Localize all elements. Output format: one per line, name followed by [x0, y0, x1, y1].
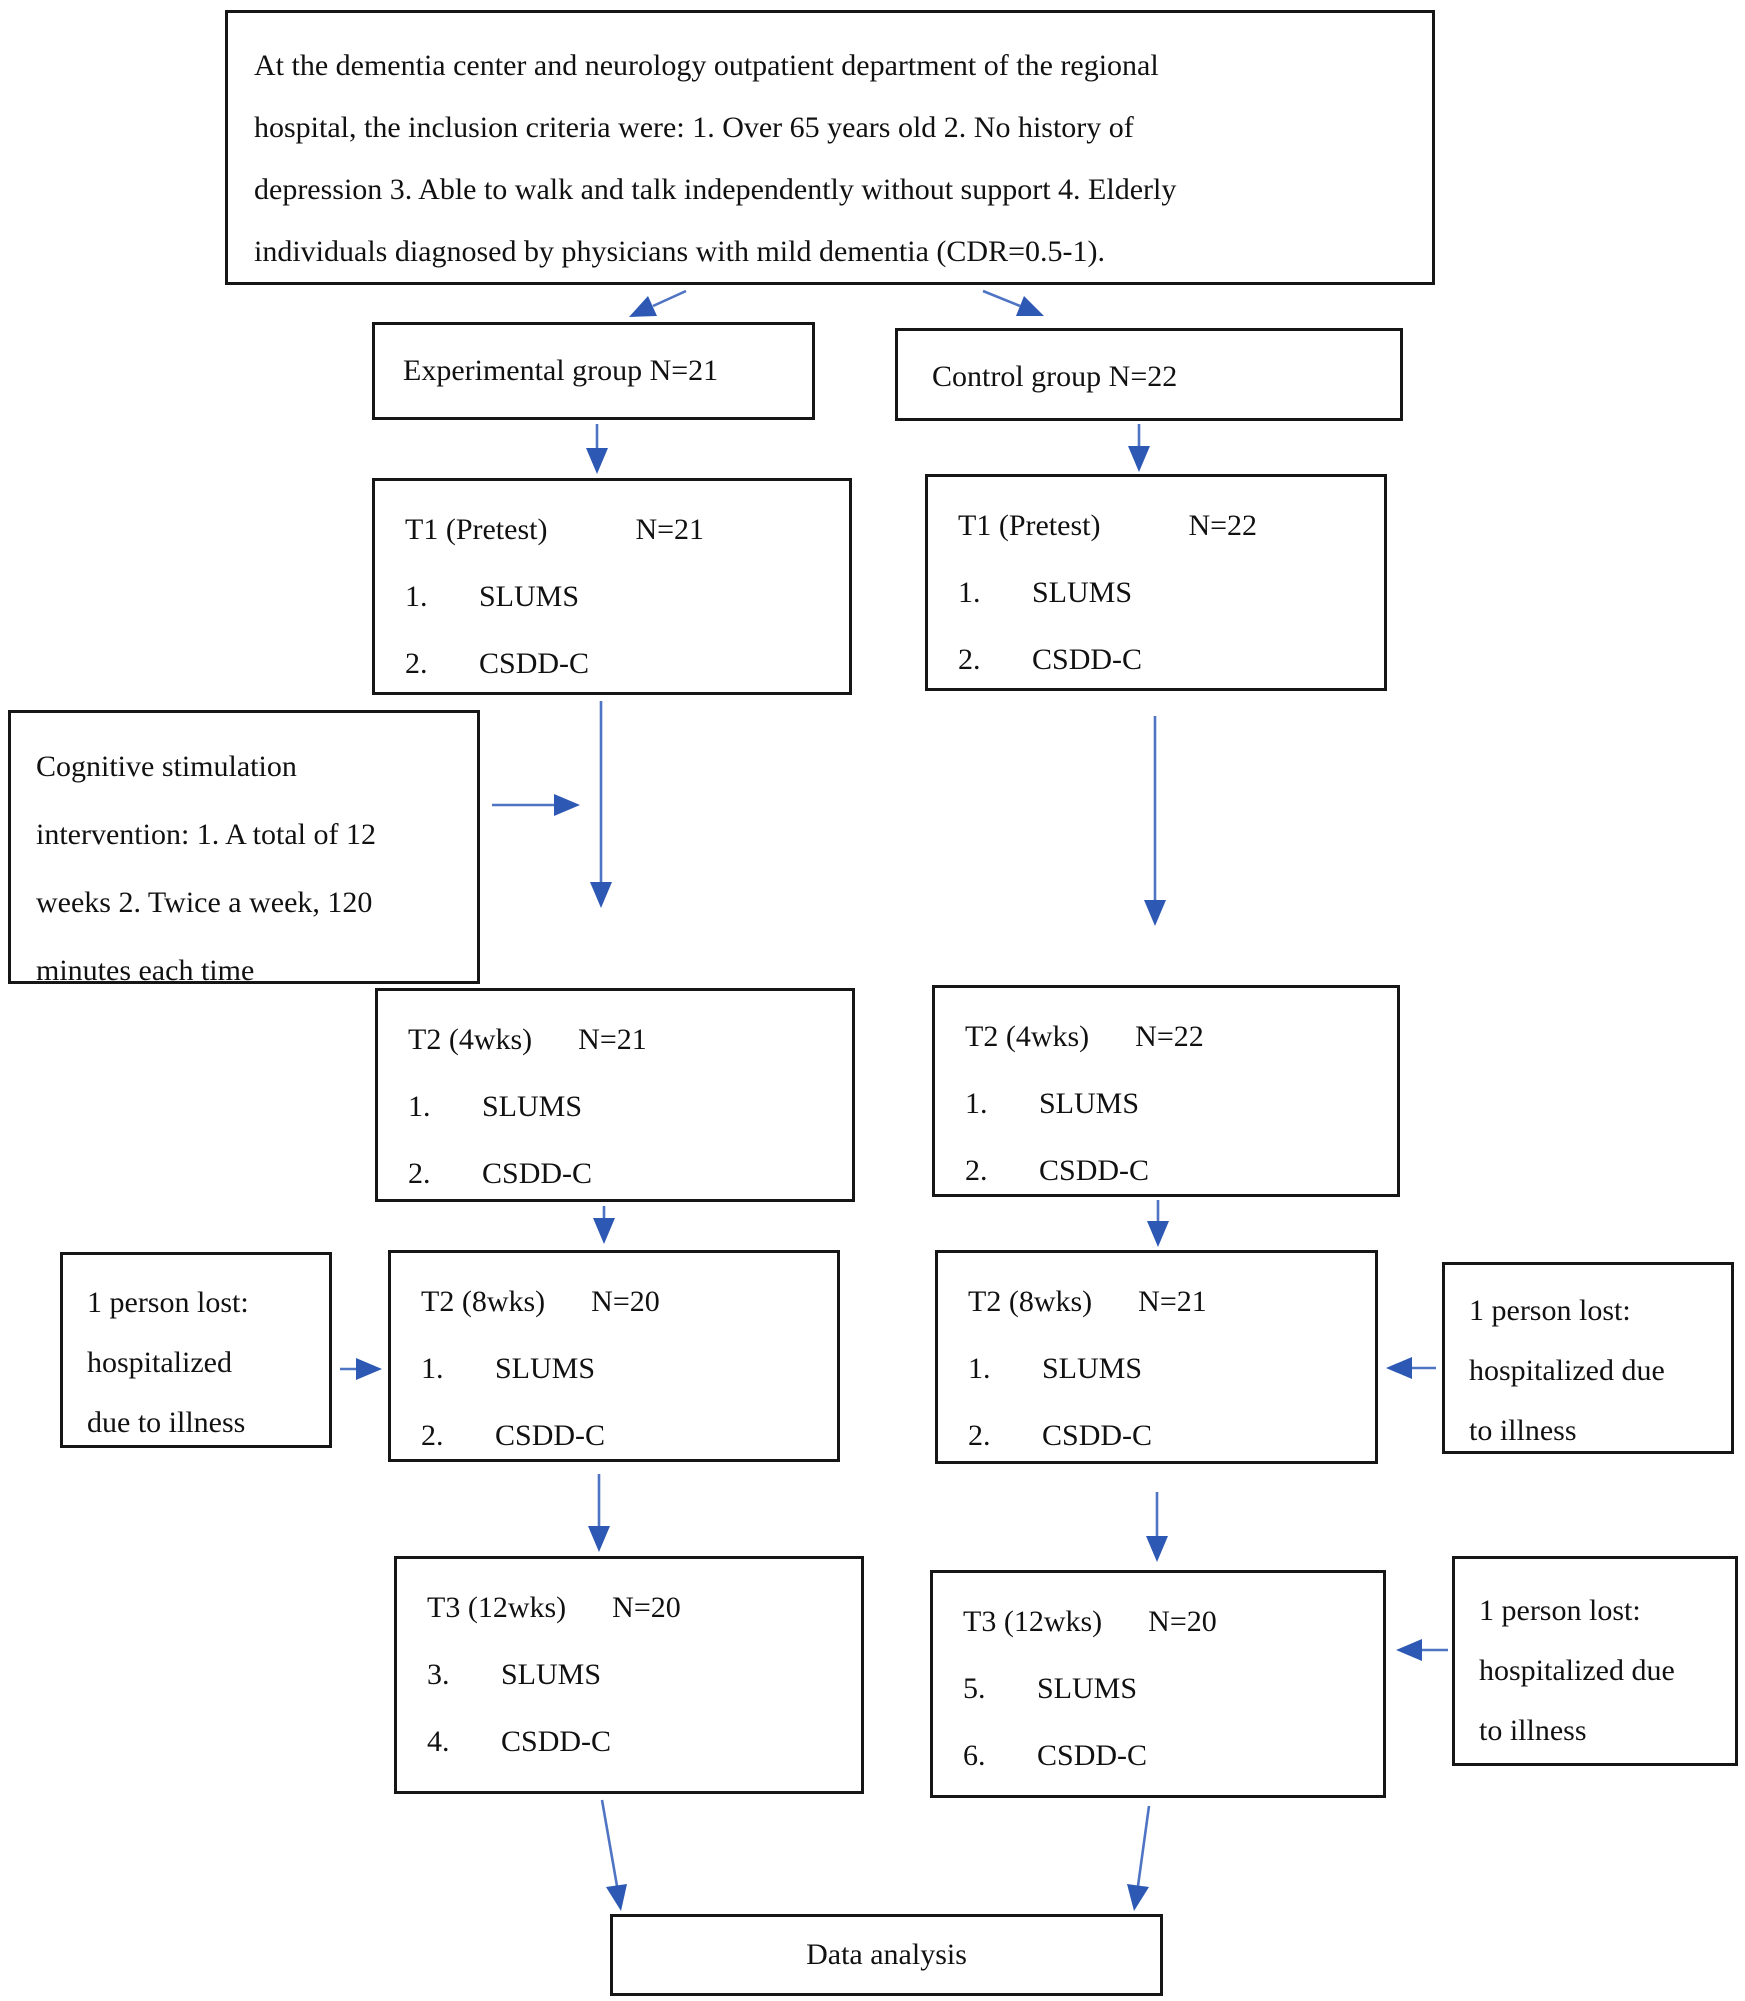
sample-size: N=20 [591, 1285, 660, 1318]
measure-item: 2.CSDD-C [421, 1419, 606, 1452]
arrow-inclusion-to-experimental-icon [629, 289, 687, 317]
intervention-line: weeks 2. Twice a week, 120 [36, 886, 373, 919]
intervention-line: minutes each time [36, 954, 255, 987]
stage-label: T2 (4wks) [408, 1023, 533, 1056]
experimental-group-label: Experimental group N=21 [403, 354, 719, 387]
measure-item: 2.CSDD-C [965, 1154, 1150, 1187]
lost-control-8wks-box: 1 person lost: hospitalized due to illne… [1442, 1262, 1734, 1454]
arrow-t1-exp-to-t2-icon [590, 701, 612, 908]
measure-item: 2.CSDD-C [408, 1157, 593, 1190]
sample-size: N=20 [612, 1591, 681, 1624]
stage-label: T1 (Pretest) [958, 509, 1101, 542]
t1-pretest-experimental-box: T1 (Pretest) N=21 1.SLUMS 2.CSDD-C [372, 478, 852, 695]
measure-item: 6.CSDD-C [963, 1739, 1148, 1772]
t3-12wks-control-box: T3 (12wks) N=20 5.SLUMS 6.CSDD-C [930, 1570, 1386, 1798]
sample-size: N=22 [1188, 509, 1258, 542]
inclusion-line: At the dementia center and neurology out… [254, 49, 1159, 82]
intervention-line: intervention: 1. A total of 12 [36, 818, 376, 851]
arrow-t3-ctrl-to-data-icon [1127, 1805, 1151, 1911]
measure-item: 1.SLUMS [965, 1087, 1140, 1120]
measure-item: 2.CSDD-C [958, 643, 1143, 676]
experimental-group-box: Experimental group N=21 [372, 322, 815, 420]
t2-4wks-control-box: T2 (4wks) N=22 1.SLUMS 2.CSDD-C [932, 985, 1400, 1197]
measure-item: 1.SLUMS [408, 1090, 583, 1123]
arrow-experimental-to-t1-icon [586, 424, 608, 474]
inclusion-line: depression 3. Able to walk and talk inde… [254, 173, 1177, 206]
measure-item: 3.SLUMS [427, 1658, 602, 1691]
measure-item: 1.SLUMS [958, 576, 1133, 609]
measure-item: 2.CSDD-C [968, 1419, 1153, 1452]
arrow-lost-ctrl-12wks-icon [1396, 1639, 1448, 1661]
t1-pretest-control-box: T1 (Pretest) N=22 1.SLUMS 2.CSDD-C [925, 474, 1387, 691]
stage-label: T2 (8wks) [968, 1285, 1093, 1318]
arrow-t2-4wks-ctrl-to-8wks-icon [1147, 1200, 1169, 1247]
arrow-t2-8wks-ctrl-to-t3-icon [1146, 1492, 1168, 1562]
stage-label: T3 (12wks) [963, 1605, 1103, 1638]
sample-size: N=21 [1138, 1285, 1207, 1318]
t3-12wks-experimental-box: T3 (12wks) N=20 3.SLUMS 4.CSDD-C [394, 1556, 864, 1794]
intervention-line: Cognitive stimulation [36, 750, 297, 783]
arrow-t2-4wks-exp-to-8wks-icon [593, 1206, 615, 1244]
t2-8wks-experimental-box: T2 (8wks) N=20 1.SLUMS 2.CSDD-C [388, 1250, 840, 1462]
arrow-intervention-to-flow-icon [492, 794, 580, 816]
measure-item: 5.SLUMS [963, 1672, 1138, 1705]
stage-label: T2 (8wks) [421, 1285, 546, 1318]
sample-size: N=22 [1135, 1020, 1204, 1053]
measure-item: 4.CSDD-C [427, 1725, 612, 1758]
inclusion-line: individuals diagnosed by physicians with… [254, 235, 1105, 268]
arrow-t2-8wks-exp-to-t3-icon [588, 1474, 610, 1552]
arrow-control-to-t1-icon [1128, 424, 1150, 472]
sample-size: N=20 [1148, 1605, 1217, 1638]
arrow-t3-exp-to-data-icon [600, 1799, 627, 1911]
measure-item: 2.CSDD-C [405, 647, 590, 680]
arrow-inclusion-to-control-icon [982, 289, 1044, 316]
measure-item: 1.SLUMS [968, 1352, 1143, 1385]
sample-size: N=21 [635, 513, 705, 546]
stage-label: T2 (4wks) [965, 1020, 1090, 1053]
measure-item: 1.SLUMS [405, 580, 580, 613]
control-group-label: Control group N=22 [932, 360, 1178, 393]
inclusion-criteria-box: At the dementia center and neurology out… [225, 10, 1435, 285]
arrow-lost-exp-8wks-icon [340, 1358, 382, 1380]
stage-label: T1 (Pretest) [405, 513, 548, 546]
measure-item: 1.SLUMS [421, 1352, 596, 1385]
data-analysis-label: Data analysis [806, 1938, 967, 1971]
sample-size: N=21 [578, 1023, 647, 1056]
inclusion-line: hospital, the inclusion criteria were: 1… [254, 111, 1134, 144]
arrow-t1-ctrl-to-t2-icon [1144, 716, 1166, 926]
lost-experimental-8wks-box: 1 person lost: hospitalized due to illne… [60, 1252, 332, 1448]
lost-control-12wks-box: 1 person lost: hospitalized due to illne… [1452, 1556, 1738, 1766]
stage-label: T3 (12wks) [427, 1591, 567, 1624]
t2-8wks-control-box: T2 (8wks) N=21 1.SLUMS 2.CSDD-C [935, 1250, 1378, 1464]
t2-4wks-experimental-box: T2 (4wks) N=21 1.SLUMS 2.CSDD-C [375, 988, 855, 1202]
intervention-box: Cognitive stimulation intervention: 1. A… [8, 710, 480, 987]
data-analysis-box: Data analysis [610, 1914, 1163, 1996]
arrow-lost-ctrl-8wks-icon [1386, 1357, 1436, 1379]
control-group-box: Control group N=22 [895, 328, 1403, 421]
